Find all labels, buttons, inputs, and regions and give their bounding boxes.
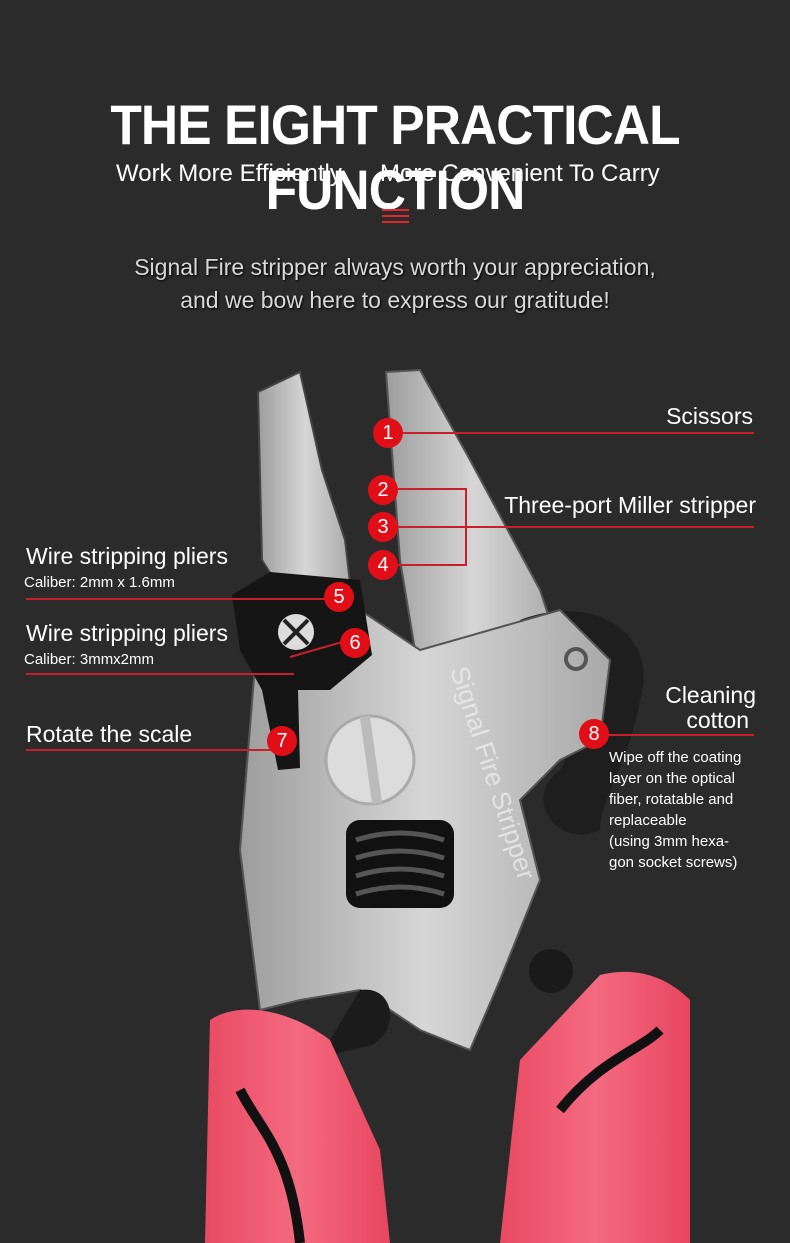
rotating-scale-holder xyxy=(232,572,372,770)
note-line: replaceable xyxy=(609,812,687,829)
miller-line-4 xyxy=(398,564,466,566)
menu-lines-icon xyxy=(382,209,409,227)
spring xyxy=(346,820,454,908)
callout-badge-5: 5 xyxy=(324,582,354,612)
stripper-tool-illustration: Signal Fire Stripper xyxy=(205,368,690,1243)
pliers-b-line xyxy=(26,673,294,675)
callout-badge-7: 7 xyxy=(267,726,297,756)
miller-line-2 xyxy=(398,488,466,490)
cleaning-cotton-label-1: Cleaning xyxy=(665,682,756,708)
pliers-b-label: Wire stripping pliers xyxy=(26,620,228,646)
tool-body xyxy=(238,578,612,1052)
callout-badge-6: 6 xyxy=(340,628,370,658)
page-title: THE EIGHT PRACTICAL FUNCTION xyxy=(110,93,680,221)
tagline-line2: and we bow here to express our gratitude… xyxy=(180,287,610,313)
note-line: fiber, rotatable and xyxy=(609,791,734,808)
miller-line-3 xyxy=(398,526,754,528)
pliers-a-line xyxy=(26,598,338,600)
pliers-a-label: Wire stripping pliers xyxy=(26,543,228,569)
callout-badge-3: 3 xyxy=(368,512,398,542)
tagline-line1: Signal Fire stripper always worth your a… xyxy=(134,254,656,280)
note-line: gon socket screws) xyxy=(609,854,738,871)
right-handle xyxy=(500,971,690,1243)
cleaning-cotton-line xyxy=(594,734,754,736)
pliers-b-caliber: Caliber: 3mmx2mm xyxy=(24,651,155,668)
cleaning-cotton-note: Wipe off the coating layer on the optica… xyxy=(609,747,785,873)
note-line: (using 3mm hexa- xyxy=(609,833,730,850)
scissors-line xyxy=(388,432,754,434)
callout-badge-1: 1 xyxy=(373,418,403,448)
callout-badge-4: 4 xyxy=(368,550,398,580)
miller-stripper-label: Three-port Miller stripper xyxy=(504,492,756,518)
miller-bracket xyxy=(465,488,467,566)
note-line: Wipe off the coating xyxy=(609,749,742,766)
left-handle xyxy=(205,1009,390,1243)
left-jaw xyxy=(256,370,354,622)
rotate-scale-label: Rotate the scale xyxy=(26,721,193,747)
note-line: layer on the optical xyxy=(609,770,735,787)
callout-badge-2: 2 xyxy=(368,475,398,505)
subtitle-left: Work More Efficiently xyxy=(116,160,342,187)
rotate-scale-line xyxy=(26,749,280,751)
cleaning-cotton-label-2: cotton xyxy=(686,707,749,733)
scissors-label: Scissors xyxy=(666,403,753,429)
subtitle-right: More Convenient To Carry xyxy=(380,160,660,187)
pliers-a-caliber: Caliber: 2mm x 1.6mm xyxy=(24,574,175,591)
callout-badge-8: 8 xyxy=(579,719,609,749)
